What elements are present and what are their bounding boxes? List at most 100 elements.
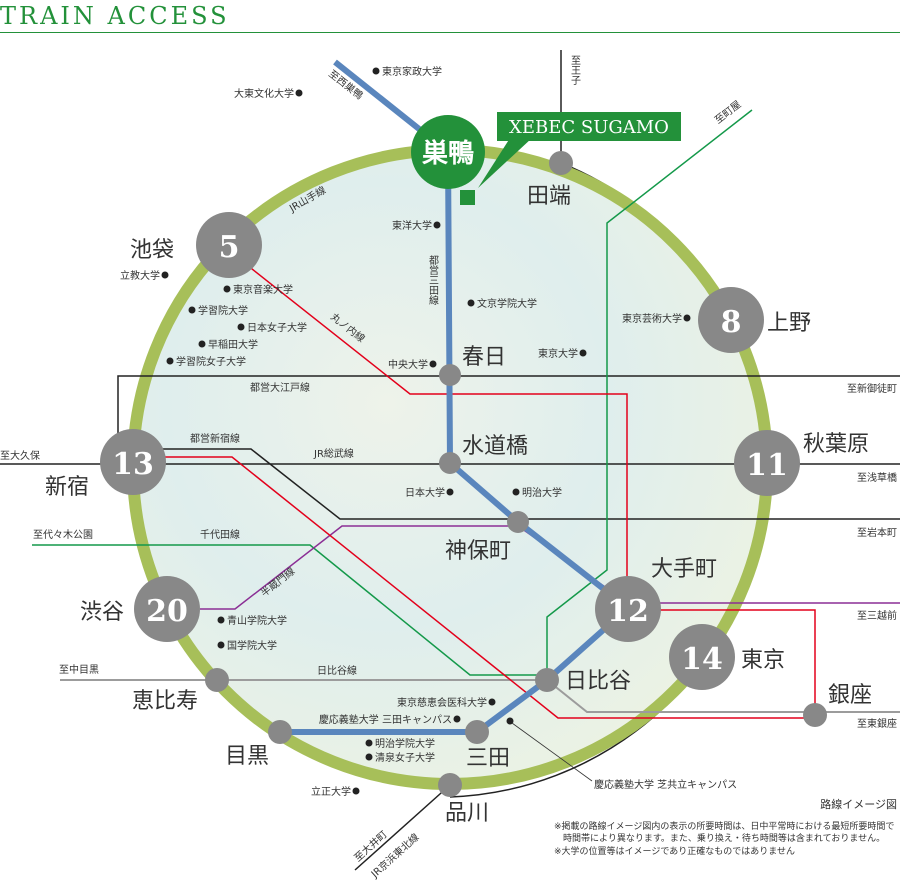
station-sugamo[interactable]: [411, 115, 485, 189]
page-title: TRAIN ACCESS: [0, 2, 230, 30]
direction-okubo: 至大久保: [0, 449, 40, 462]
university: 文京学院大学: [477, 297, 537, 310]
label-ginza: 銀座: [828, 683, 872, 708]
property-callout[interactable]: [497, 112, 681, 141]
university: 明治学院大学: [375, 737, 435, 750]
label-suidobashi: 水道橋: [462, 434, 528, 459]
university: 慶応義塾大学 芝共立キャンパス: [594, 778, 737, 791]
direction-higashiginza: 至東銀座: [857, 717, 897, 730]
line-label-oedo: 都営大江戸線: [250, 381, 310, 394]
direction-mitsukoshimae: 至三越前: [857, 609, 897, 622]
line-label-sobu: JR総武線: [313, 447, 354, 460]
university: 東洋大学: [392, 219, 432, 232]
minutes-otemachi: 12: [607, 594, 649, 629]
station-suidobashi[interactable]: [439, 452, 461, 474]
label-meguro: 目黒: [225, 744, 269, 769]
mita-line: [280, 59, 633, 735]
legend-note-3: ※大学の位置等はイメージであり正確なものではありません: [554, 845, 795, 857]
station-shinagawa[interactable]: [438, 773, 462, 797]
label-ebisu: 恵比寿: [132, 689, 198, 714]
university: 日本女子大学: [247, 321, 307, 334]
university: 清泉女子大学: [375, 751, 435, 764]
station-ebisu[interactable]: [205, 668, 229, 692]
station-ikebukuro[interactable]: 5: [196, 212, 262, 278]
label-otemachi: 大手町: [651, 557, 717, 582]
marunouchi-line-branch: [160, 456, 815, 719]
shinjuku-line: [160, 448, 900, 520]
university: 東京芸術大学: [622, 312, 682, 325]
university: 青山学院大学: [227, 614, 287, 627]
station-meguro[interactable]: [268, 720, 292, 744]
direction-shinokachimachi: 至新御徒町: [847, 382, 897, 395]
legend-title: 路線イメージ図: [820, 797, 897, 811]
university: 慶応義塾大学 三田キャンパス: [319, 713, 452, 726]
line-label-chiyoda: 千代田線: [200, 528, 240, 541]
hibiya-line: [60, 679, 900, 713]
direction-yoyogikoen: 至代々木公園: [33, 529, 93, 541]
university: 学習院女子大学: [176, 355, 246, 368]
station-jimbocho[interactable]: [507, 511, 529, 533]
title-divider: [0, 32, 900, 33]
marunouchi-line: [246, 264, 816, 715]
property-name: XEBEC SUGAMO: [509, 117, 669, 138]
station-shinjuku[interactable]: 13: [100, 429, 166, 495]
university: 中央大学: [388, 358, 428, 371]
station-ueno[interactable]: 8: [698, 287, 764, 353]
university: 東京音楽大学: [233, 283, 293, 296]
label-mita: 三田: [466, 746, 510, 771]
university: 東京家政大学: [382, 65, 442, 78]
property-location-marker[interactable]: [460, 190, 475, 205]
line-label-shinjuku: 都営新宿線: [190, 432, 240, 445]
station-mita[interactable]: [465, 720, 489, 744]
label-jimbocho: 神保町: [445, 539, 511, 564]
university: 明治大学: [522, 486, 562, 499]
minutes-shinjuku: 13: [112, 447, 154, 482]
label-tabata: 田端: [527, 184, 571, 209]
university: 日本大学: [405, 486, 445, 499]
university: 早稲田大学: [208, 338, 258, 351]
minutes-ikebukuro: 5: [219, 230, 240, 265]
legend-note-2: 時間帯により異なります。また、乗り換え・待ち時間等は含まれておりません。: [563, 832, 885, 844]
station-tokyo[interactable]: 14: [669, 624, 735, 690]
label-tokyo: 東京: [741, 648, 785, 673]
station-otemachi[interactable]: 12: [595, 576, 661, 642]
minutes-shibuya: 20: [146, 594, 188, 629]
direction-machiya: 至町屋: [712, 98, 743, 126]
callout-pointer: [478, 138, 532, 188]
direction-nakameguro: 至中目黒: [59, 663, 99, 676]
university-markers: 東京家政大学 大東文化大学 東洋大学 立教大学 東京音楽大学 学習院大学 日本女…: [120, 65, 737, 798]
university: 大東文化大学: [234, 87, 294, 100]
direction-asakusabashi: 至浅草橋: [857, 471, 897, 484]
station-hibiya[interactable]: [535, 668, 559, 692]
university: 東京大学: [538, 347, 578, 360]
station-sugamo-label: 巣鴨: [422, 138, 474, 169]
university: 学習院大学: [198, 304, 248, 317]
minutes-akihabara: 11: [746, 448, 788, 483]
legend-note-1: ※掲載の路線イメージ図内の表示の所要時間は、日中平常時における最短所要時間で: [554, 820, 894, 832]
label-ikebukuro: 池袋: [130, 238, 174, 263]
station-ginza[interactable]: [803, 703, 827, 727]
label-shibuya: 渋谷: [80, 600, 124, 625]
station-kasuga[interactable]: [439, 364, 461, 386]
station-tabata[interactable]: [549, 151, 573, 175]
label-hibiya: 日比谷: [565, 669, 631, 694]
label-ueno: 上野: [767, 311, 811, 336]
direction-iwamotocho: 至岩本町: [857, 526, 897, 539]
university: 東京慈恵会医科大学: [397, 696, 487, 709]
station-akihabara[interactable]: 11: [734, 430, 800, 496]
station-shibuya[interactable]: 20: [134, 576, 200, 642]
label-kasuga: 春日: [462, 345, 506, 370]
line-label-hibiya: 日比谷線: [317, 664, 357, 677]
label-shinagawa: 品川: [445, 801, 489, 826]
line-label-mita: 都営三田線: [427, 255, 439, 305]
minutes-tokyo: 14: [681, 642, 723, 677]
university: 国学院大学: [227, 639, 277, 652]
chiyoda-line: [32, 109, 753, 676]
direction-oji: 至王子: [569, 55, 581, 85]
label-shinjuku: 新宿: [45, 475, 89, 500]
university: 立正大学: [311, 785, 351, 798]
label-akihabara: 秋葉原: [803, 432, 869, 457]
hanzomon-line: [200, 525, 900, 610]
minutes-ueno: 8: [721, 305, 742, 340]
